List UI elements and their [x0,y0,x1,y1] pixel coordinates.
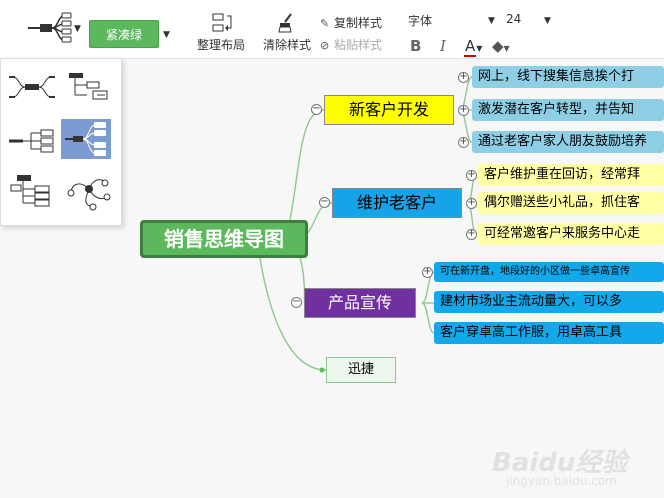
paste-style-label: 粘贴样式 [334,38,383,52]
structure-logic-icon[interactable] [7,119,57,159]
subtopic[interactable]: 可经常邀客户来服务中心走 [478,223,664,245]
branch-topic-promotion[interactable]: 产品宣传 [304,288,416,318]
paste-style-icon: ⊘ [320,39,330,52]
subtopic[interactable]: 客户维护重在回访，经常拜 [478,164,664,186]
branch-topic-maintain-customers[interactable]: 维护老客户 [332,188,462,218]
font-color-dropdown-icon: ▼ [476,44,483,53]
italic-button[interactable]: I [440,37,446,55]
collapse-toggle-icon[interactable]: − [311,103,322,115]
subtopic[interactable]: 客户穿卓高工作服，用卓高工具 [434,322,664,344]
theme-button[interactable]: 紧凑绿 [89,20,159,48]
baidu-watermark: Baidu经验 jingyan.baidu.com [492,442,652,498]
root-topic[interactable]: 销售思维导图 [140,220,308,258]
arrange-layout-label: 整理布局 [196,38,245,52]
mindmap-structure-icon[interactable] [22,8,72,48]
font-color-button[interactable]: A▼ [464,37,483,57]
theme-dropdown-icon[interactable]: ▼ [163,30,170,40]
collapse-toggle-icon[interactable]: − [291,296,302,308]
subtopic[interactable]: 可在新开盘，地段好的小区做一些卓高宣传 [434,262,664,282]
expand-toggle-icon[interactable]: + [466,197,477,209]
copy-style-button[interactable]: ✎ 复制样式 [320,14,382,31]
subtopic[interactable]: 网上，线下搜集信息挨个打 [472,66,664,88]
expand-toggle-icon[interactable]: + [466,169,477,181]
clear-style-button[interactable]: 清除样式 [258,12,316,53]
mindmap-canvas[interactable]: 销售思维导图 − 新客户开发 − 维护老客户 − 产品宣传 迅捷 + 网上，线下… [0,58,664,488]
expand-toggle-icon[interactable]: + [458,104,469,116]
structure-free-icon[interactable] [63,171,113,211]
structure-org-chart-icon[interactable] [7,171,57,211]
expand-toggle-icon[interactable]: + [466,228,477,240]
arrange-layout-icon [212,13,232,32]
expand-toggle-icon[interactable]: + [422,266,433,278]
structure-right-selected-icon[interactable] [61,119,111,159]
toolbar: ▼ 紧凑绿 ▼ 整理布局 清除样式 ✎复制样式 ⊘粘贴样式 字体 ▼ 24 ▼ … [0,0,664,59]
watermark-url: jingyan.baidu.com [506,474,617,488]
branch-topic-xunjie[interactable]: 迅捷 [326,357,396,383]
paint-bucket-icon: ◆ [492,37,504,55]
font-family-select[interactable]: 字体 [408,14,433,28]
fill-color-dropdown-icon: ▼ [503,44,510,53]
font-family-dropdown-icon[interactable]: ▼ [488,16,495,26]
clear-style-label: 清除样式 [262,38,311,52]
expand-toggle-icon[interactable]: + [458,71,469,83]
bold-button[interactable]: B [410,37,422,55]
copy-style-label: 复制样式 [334,16,383,30]
arrange-layout-button[interactable]: 整理布局 [194,12,248,53]
structure-right-tree-icon[interactable] [63,67,113,107]
subtopic[interactable]: 激发潜在客户转型，并告知 [472,99,664,121]
font-size-dropdown-icon[interactable]: ▼ [544,16,551,26]
layout-structure-panel [0,58,122,226]
font-size-select[interactable]: 24 [506,12,522,26]
structure-dropdown-icon[interactable]: ▼ [74,24,81,34]
fill-color-button[interactable]: ◆▼ [492,37,510,55]
branch-topic-new-customers[interactable]: 新客户开发 [324,95,454,125]
structure-left-right-icon[interactable] [7,67,57,107]
subtopic[interactable]: 偶尔赠送些小礼品，抓住客 [478,192,664,214]
collapse-toggle-icon[interactable]: − [319,196,330,208]
font-color-label: A [464,37,477,57]
paste-style-button[interactable]: ⊘ 粘贴样式 [320,36,382,53]
expand-toggle-icon[interactable]: + [458,136,469,148]
subtopic[interactable]: 通过老客户家人朋友鼓励培养 [472,131,664,153]
copy-style-icon: ✎ [320,17,330,30]
brush-icon [278,13,292,33]
subtopic[interactable]: 建材市场业主流动量大，可以多 [434,291,664,313]
